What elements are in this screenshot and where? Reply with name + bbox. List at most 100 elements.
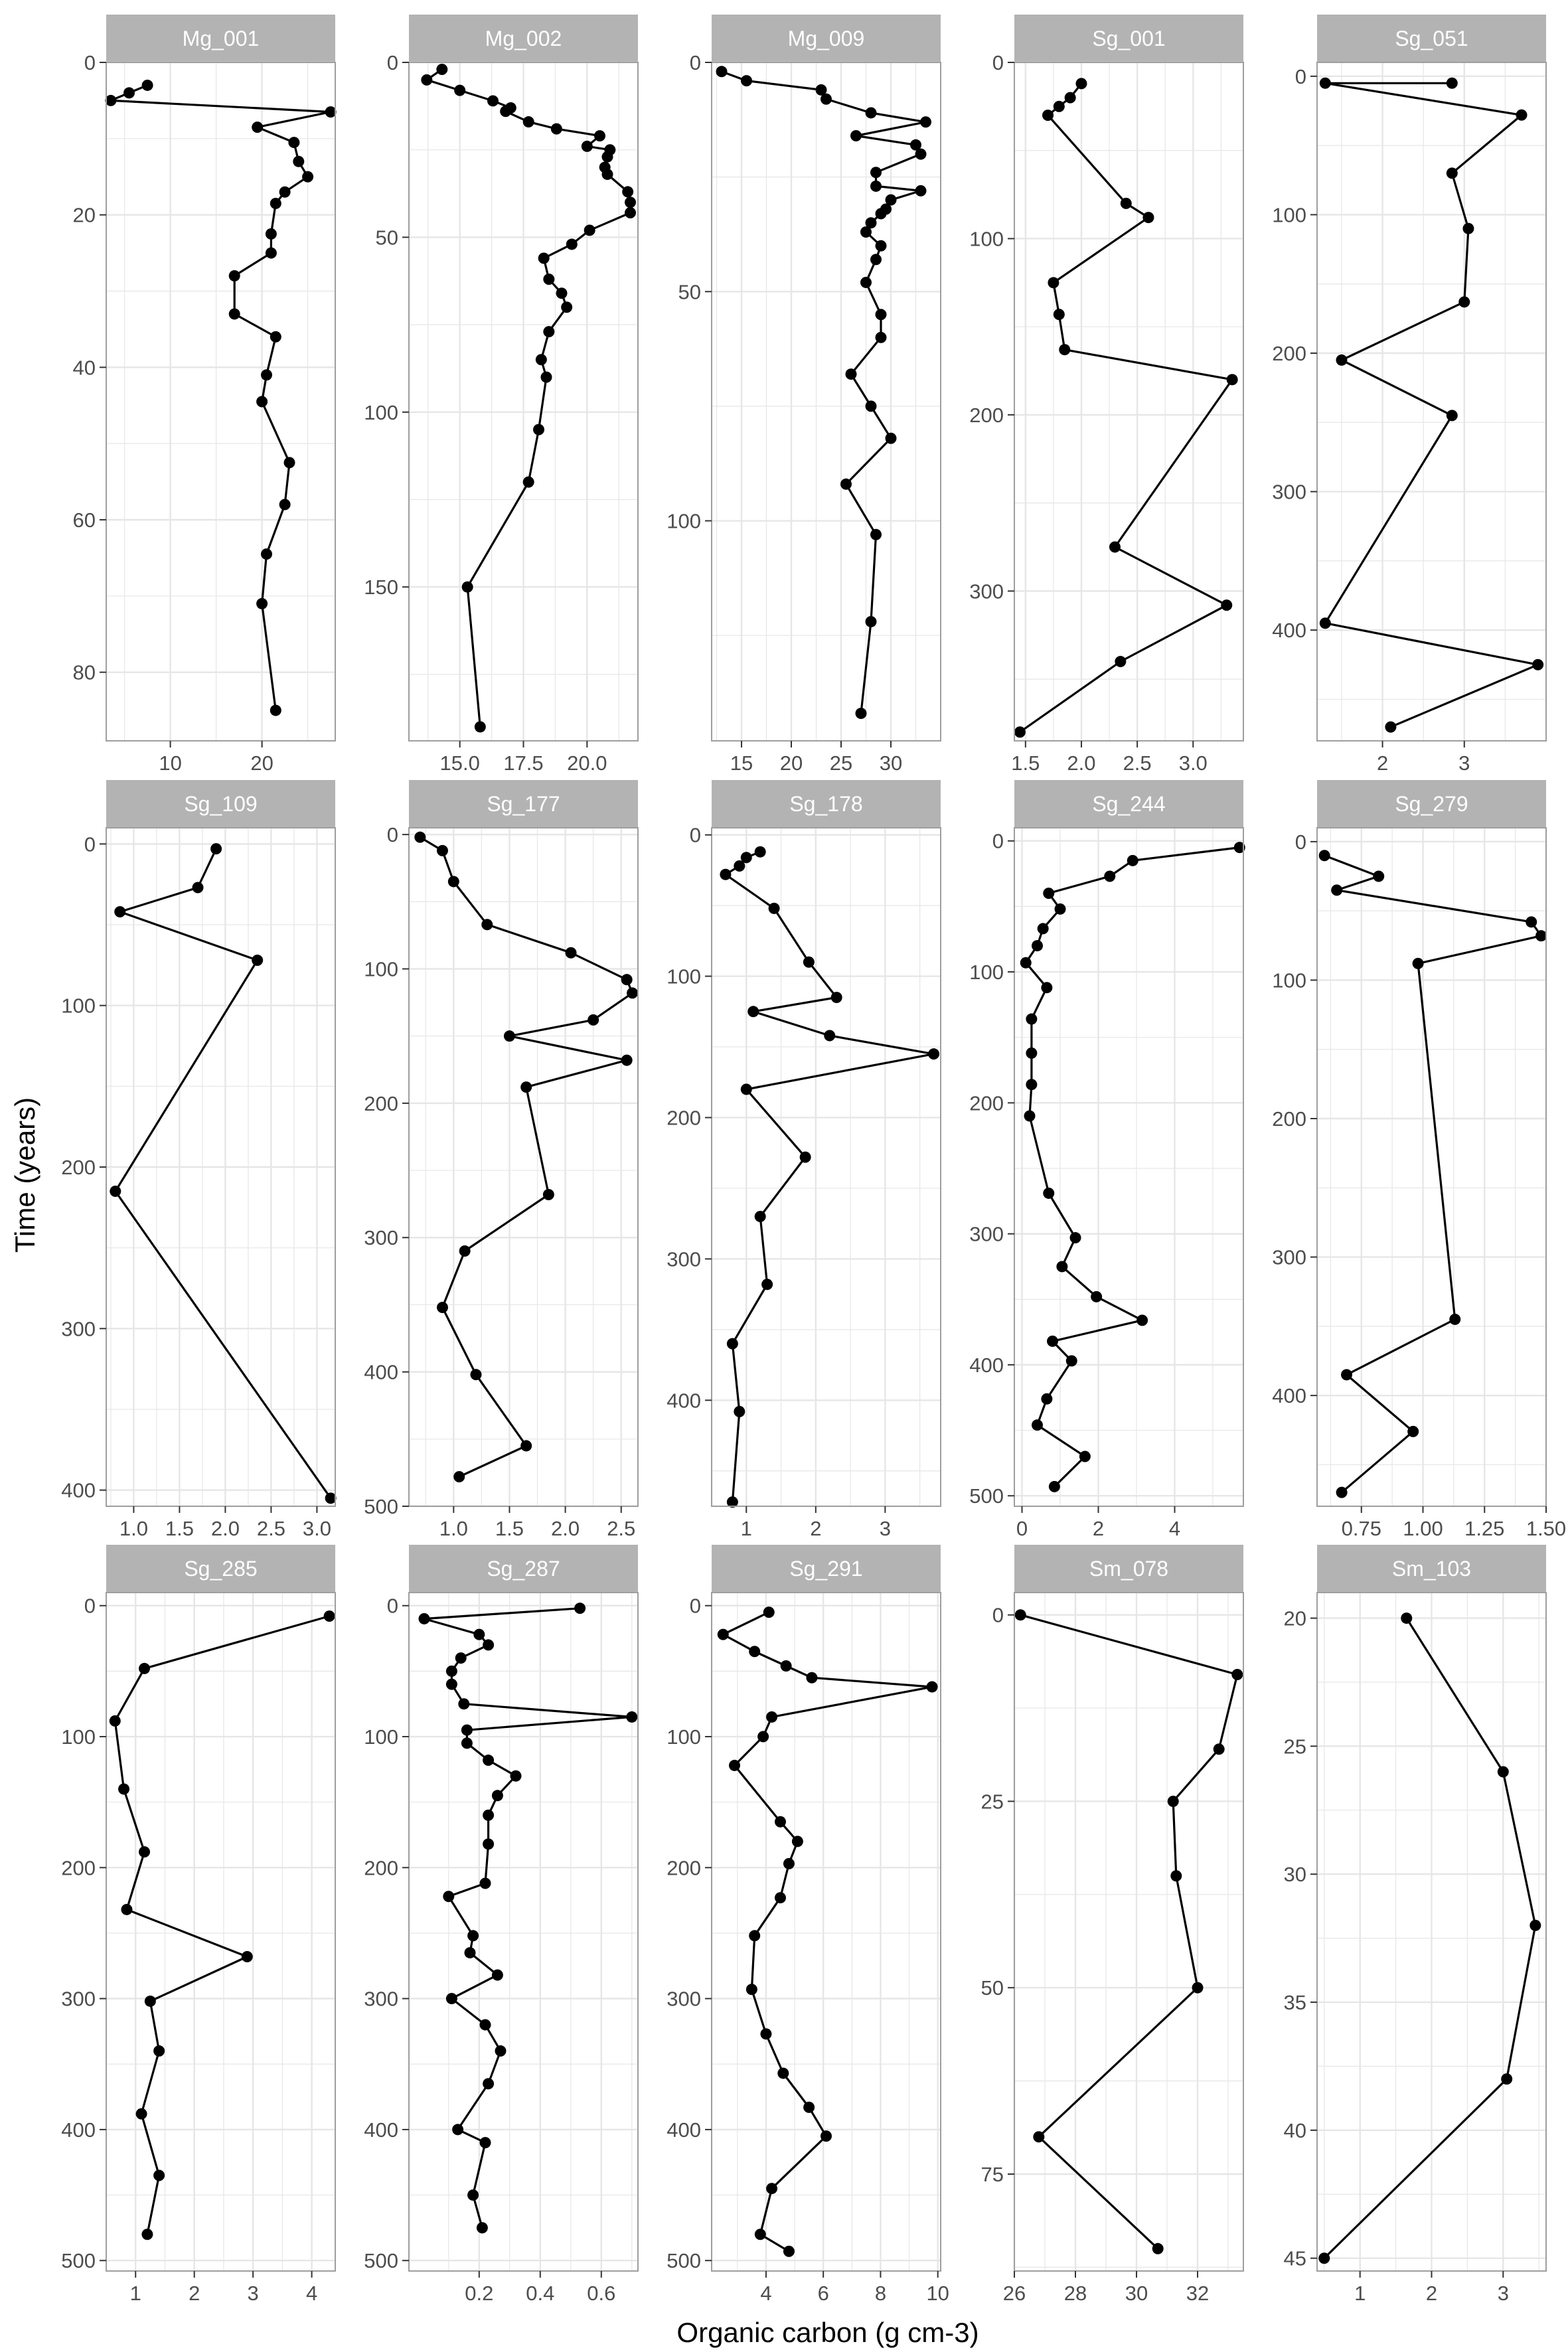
y-tick-label: 0 <box>387 823 398 846</box>
facet-strip-label: Mg_001 <box>183 27 260 50</box>
data-point <box>447 876 459 888</box>
data-point <box>1014 726 1026 738</box>
x-tick-label: 0.75 <box>1342 1517 1381 1540</box>
facet-strip-label: Sg_051 <box>1395 27 1468 50</box>
data-point <box>1233 842 1245 854</box>
y-tick-label: 300 <box>666 1988 701 2011</box>
y-tick-label: 150 <box>364 576 398 599</box>
data-point <box>1412 957 1424 969</box>
y-tick-label: 50 <box>981 1976 1004 1999</box>
y-tick-label: 0 <box>1295 65 1306 88</box>
data-point <box>445 1993 457 2005</box>
panel-border <box>1014 62 1244 742</box>
data-point <box>783 1857 795 1869</box>
data-point <box>1501 2073 1513 2085</box>
data-point <box>717 1628 729 1640</box>
x-tick-label: 25 <box>830 751 852 775</box>
data-point <box>1120 197 1132 209</box>
facet-strip-label: Sg_279 <box>1395 792 1468 816</box>
data-point <box>1109 541 1121 553</box>
data-point <box>926 1681 938 1693</box>
data-point <box>761 1279 773 1291</box>
data-point <box>500 106 512 118</box>
y-tick-label: 20 <box>73 204 96 227</box>
y-tick-label: 0 <box>690 51 701 74</box>
y-tick-label: 100 <box>61 1725 96 1749</box>
data-point <box>1449 1313 1461 1325</box>
y-tick-label: 200 <box>364 1092 398 1115</box>
y-tick-label: 400 <box>61 1479 96 1502</box>
data-point <box>522 116 534 128</box>
x-tick-label: 20.0 <box>567 751 607 775</box>
y-tick-label: 40 <box>73 356 96 379</box>
data-point <box>1048 277 1059 289</box>
y-tick-label: 0 <box>84 51 96 74</box>
data-point <box>1373 870 1385 882</box>
y-tick-label: 0 <box>84 1595 96 1618</box>
data-point <box>139 1662 150 1674</box>
y-tick-label: 100 <box>666 1725 701 1749</box>
data-point <box>1516 109 1528 121</box>
data-point <box>1446 410 1458 422</box>
data-point <box>436 844 448 856</box>
x-tick-label: 1 <box>130 2282 141 2305</box>
data-point <box>865 217 877 229</box>
data-point <box>461 1737 473 1749</box>
x-tick-label: 1 <box>1354 2282 1366 2305</box>
data-point <box>543 274 555 285</box>
data-point <box>483 1838 495 1850</box>
x-tick-label: 1.5 <box>495 1517 524 1540</box>
data-point <box>1170 1870 1182 1882</box>
data-point <box>915 185 927 196</box>
y-tick-label: 200 <box>61 1856 96 1879</box>
data-point <box>256 396 268 408</box>
series-line <box>110 84 332 711</box>
panel-background <box>409 828 638 1506</box>
data-point <box>1054 903 1066 915</box>
data-point <box>783 2245 795 2257</box>
data-point <box>141 2229 153 2240</box>
x-tick-label: 30 <box>880 751 902 775</box>
panel-border <box>106 62 336 742</box>
data-point <box>1458 296 1470 308</box>
y-tick-label: 200 <box>969 404 1004 427</box>
y-tick-label: 75 <box>981 2163 1004 2186</box>
panel-border <box>1014 827 1244 1507</box>
x-tick-label: 0.6 <box>587 2282 615 2305</box>
y-tick-label: 400 <box>1272 619 1306 642</box>
data-point <box>1336 354 1348 366</box>
data-point <box>830 992 842 1003</box>
x-tick-label: 20 <box>780 751 803 775</box>
x-tick-label: 2.0 <box>1067 751 1095 775</box>
data-point <box>1446 167 1458 179</box>
data-point <box>288 137 300 149</box>
data-point <box>1407 1425 1419 1437</box>
data-point <box>1043 888 1055 900</box>
facet-strip <box>712 780 941 828</box>
series-line <box>1020 1614 1239 2250</box>
data-point <box>1079 1450 1091 1462</box>
y-tick-label: 30 <box>1284 1863 1306 1886</box>
data-point <box>581 140 593 152</box>
data-point <box>860 276 872 288</box>
panel-background <box>1317 828 1546 1506</box>
data-point <box>323 1610 335 1622</box>
data-point <box>726 1496 738 1508</box>
y-tick-label: 0 <box>690 824 701 847</box>
data-point <box>1053 100 1065 112</box>
data-point <box>754 1211 766 1223</box>
panel-border <box>408 827 639 1507</box>
x-tick-label: 6 <box>818 2282 829 2305</box>
data-point <box>153 2045 165 2057</box>
y-tick-label: 50 <box>376 226 398 249</box>
data-point <box>775 1816 786 1828</box>
data-point <box>473 1628 485 1640</box>
y-tick-label: 500 <box>666 2249 701 2272</box>
x-tick-label: 3 <box>1458 751 1470 775</box>
data-point <box>483 1639 495 1651</box>
data-point <box>768 902 780 914</box>
data-point <box>436 1301 448 1313</box>
